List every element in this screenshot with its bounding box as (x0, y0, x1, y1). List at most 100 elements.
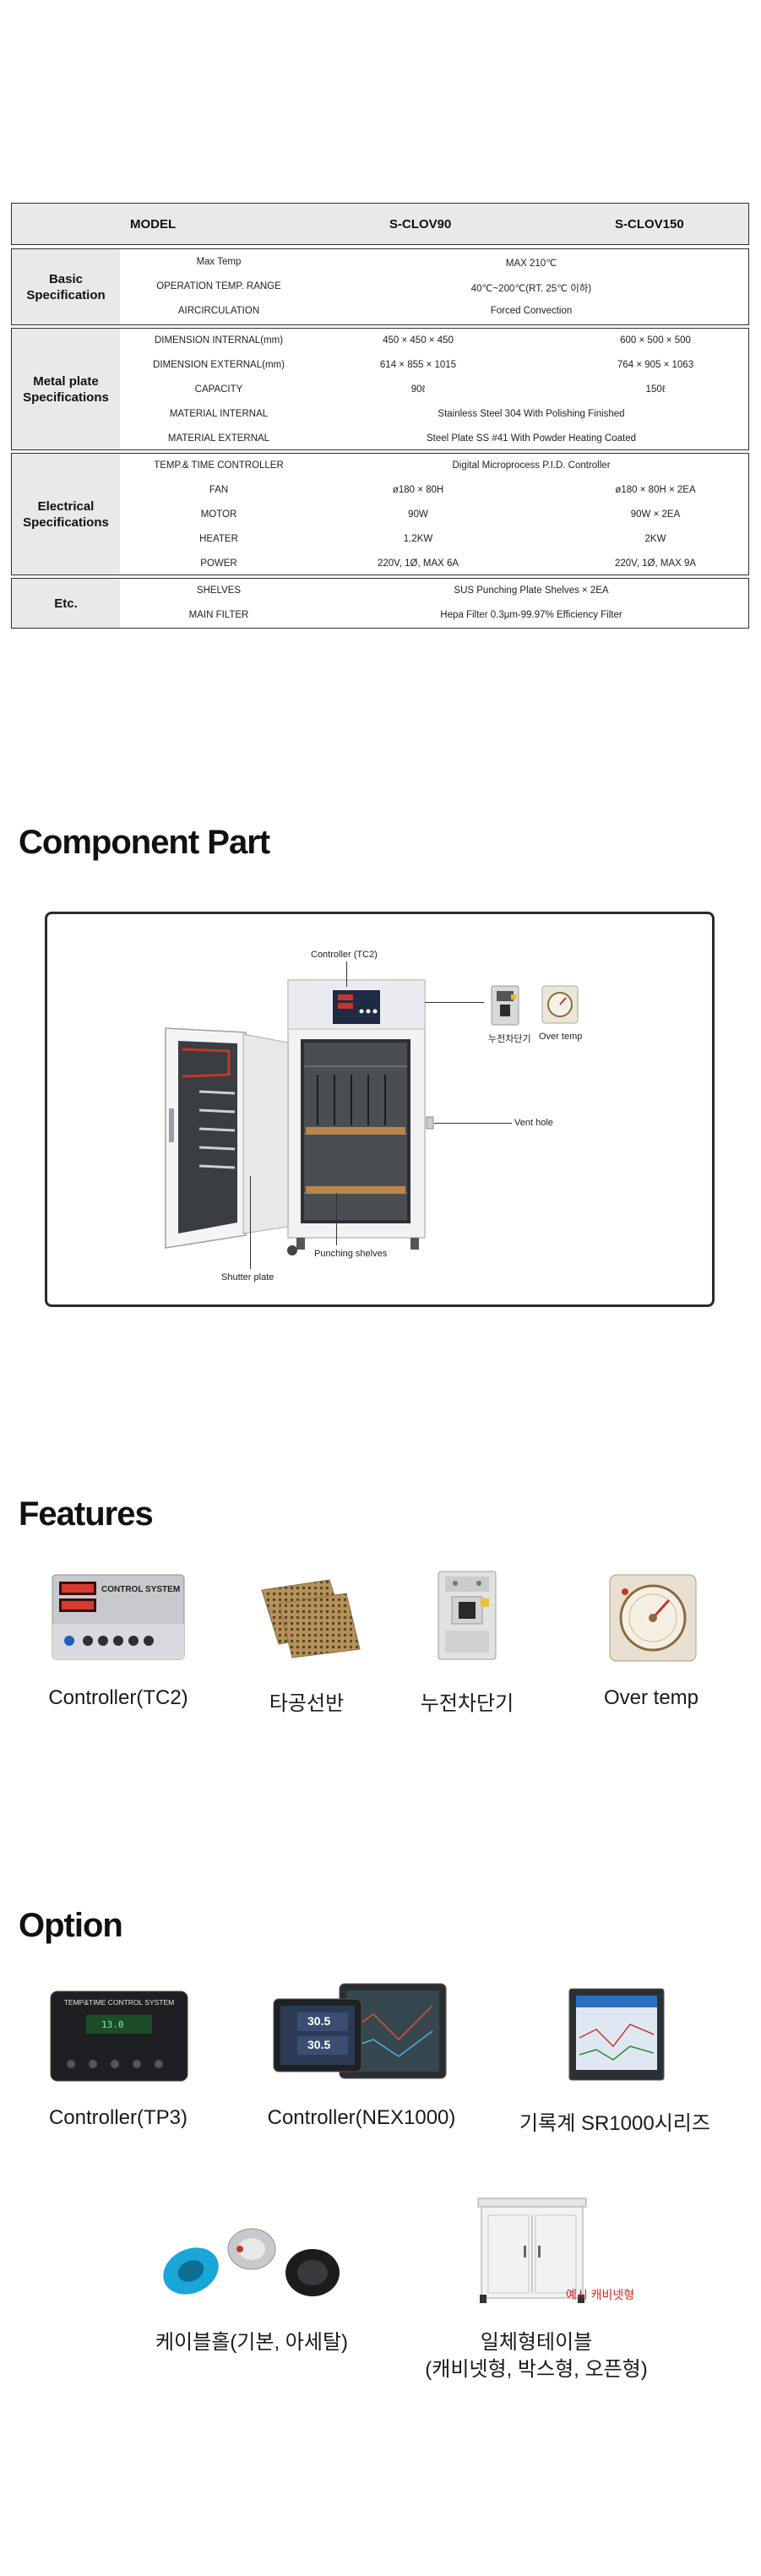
group-label-electrical: Electrical Specifications (12, 454, 120, 575)
spec-group-metal-plate: Metal plate Specifications DIMENSION INT… (11, 328, 749, 450)
over-temp-thumbnail-icon (541, 985, 579, 1024)
feature-controller-tc2-image: CONTROL SYSTEM (51, 1573, 186, 1661)
tc2-panel-text: CONTROL SYSTEM (101, 1585, 181, 1594)
spec-row-value: SUS Punching Plate Shelves × 2EA (454, 585, 609, 596)
shelves-leader-line (336, 1193, 337, 1245)
spec-group-electrical: Electrical Specifications TEMP.& TIME CO… (11, 453, 749, 575)
feature-over-temp-image (606, 1571, 699, 1669)
option-caption: 케이블홀(기본, 아세탈) (155, 2331, 349, 2354)
spec-row-value-b: 764 × 905 × 1063 (617, 360, 694, 370)
spec-row-value-b: 90W × 2EA (630, 509, 681, 520)
label-shutter-plate: Shutter plate (221, 1272, 275, 1283)
spec-row-value-a: 90W (408, 509, 428, 520)
option-caption: Controller(TP3) (48, 2106, 188, 2129)
component-part-frame: Controller (TC2) 누전차단기 Over temp Vent ho… (45, 912, 715, 1307)
spec-row: DIMENSION EXTERNAL(mm) 614 × 855 × 1015 … (120, 353, 748, 378)
spec-row-value-a: 90ℓ (410, 384, 426, 395)
option-caption: Controller(NEX1000) (267, 2106, 456, 2129)
spec-row-value-b: ø180 × 80H × 2EA (615, 485, 696, 495)
spec-row-value: Digital Microprocess P.I.D. Controller (452, 460, 611, 471)
breaker-leader-line (425, 1002, 484, 1003)
option-cable-hole-image (157, 2220, 348, 2309)
controller-leader-line (346, 961, 347, 987)
spec-row-value-a: 450 × 450 × 450 (383, 335, 454, 346)
spec-row: TEMP.& TIME CONTROLLER Digital Microproc… (120, 454, 748, 478)
spec-row-value: Steel Plate SS #41 With Powder Heating C… (426, 433, 637, 444)
option-controller-tp3-image: TEMP&TIME CONTROL SYSTEM 13.0 (49, 1990, 189, 2087)
label-punching-shelves: Punching shelves (314, 1249, 388, 1259)
spec-table-header: MODEL S-CLOV90 S-CLOV150 (11, 203, 749, 245)
spec-row-name: MATERIAL EXTERNAL (167, 433, 270, 444)
label-breaker: 누전차단기 (488, 1034, 531, 1044)
model-b-name: S-CLOV150 (615, 217, 684, 231)
tp3-readout: 13.0 (101, 2019, 124, 2030)
spec-row-name: MAIN FILTER (188, 610, 249, 620)
spec-row-value-b: 150ℓ (645, 384, 666, 395)
spec-row: MATERIAL INTERNAL Stainless Steel 304 Wi… (120, 402, 748, 427)
spec-row-value-b: 600 × 500 × 500 (620, 335, 691, 346)
feature-punched-shelf-image (253, 1573, 363, 1665)
spec-row-name: POWER (200, 558, 237, 569)
spec-row-value-a: 1.2KW (403, 534, 433, 544)
model-label: MODEL (130, 217, 177, 231)
option-title: Option (19, 1907, 123, 1944)
spec-row-value: Hepa Filter 0.3μm-99.97% Efficiency Filt… (440, 610, 622, 620)
spec-row: CAPACITY 90ℓ 150ℓ (120, 378, 748, 402)
spec-row: AIRCIRCULATION Forced Convection (120, 299, 748, 324)
feature-breaker-image (433, 1568, 501, 1667)
feature-caption: 타공선반 (269, 1692, 345, 1715)
spec-row-name: MATERIAL INTERNAL (169, 409, 269, 419)
spec-row: Max Temp MAX 210℃ (120, 250, 748, 275)
option-caption-line1: 일체형테이블 (480, 2331, 593, 2354)
feature-caption: 누전차단기 (420, 1692, 514, 1715)
label-controller: Controller (TC2) (311, 950, 378, 960)
spec-group-basic: Basic Specification Max Temp MAX 210℃ OP… (11, 248, 749, 325)
spec-row-value-a: ø180 × 80H (392, 485, 444, 495)
table-example-note: 예시 캐비넷형 (566, 2288, 635, 2301)
group-label-metal-plate: Metal plate Specifications (12, 329, 120, 449)
features-title: Features (19, 1495, 154, 1533)
spec-row-value-b: 220V, 1Ø, MAX 9A (614, 558, 697, 569)
spec-row-value: Stainless Steel 304 With Polishing Finis… (438, 409, 625, 419)
oven-illustration (165, 979, 434, 1255)
spec-row-name: OPERATION TEMP. RANGE (156, 281, 281, 291)
feature-caption: Over temp (603, 1686, 699, 1709)
spec-row-value: 40℃~200℃(RT. 25℃ 이하) (470, 284, 592, 294)
breaker-thumbnail-icon (491, 985, 519, 1026)
nex1000-readout-a: 30.5 (307, 2014, 331, 2028)
spec-row-name: HEATER (199, 534, 238, 544)
spec-row-name: Max Temp (196, 257, 242, 267)
spec-row-value: MAX 210℃ (505, 259, 557, 269)
spec-row: FAN ø180 × 80H ø180 × 80H × 2EA (120, 478, 748, 503)
spec-row-name: DIMENSION EXTERNAL(mm) (153, 360, 285, 370)
component-part-title: Component Part (19, 824, 270, 861)
spec-row-name: MOTOR (200, 509, 237, 520)
spec-row-value-a: 220V, 1Ø, MAX 6A (377, 558, 459, 569)
spec-row: OPERATION TEMP. RANGE 40℃~200℃(RT. 25℃ 이… (120, 275, 748, 299)
label-vent-hole: Vent hole (514, 1118, 553, 1128)
group-label-etc: Etc. (12, 579, 120, 628)
spec-row: MATERIAL EXTERNAL Steel Plate SS #41 Wit… (120, 427, 748, 451)
spec-row: MOTOR 90W 90W × 2EA (120, 503, 748, 527)
label-over-temp: Over temp (539, 1032, 583, 1042)
feature-caption: Controller(TC2) (48, 1686, 188, 1709)
spec-row-name: FAN (209, 485, 229, 495)
spec-row-name: DIMENSION INTERNAL(mm) (154, 335, 284, 346)
spec-row-value-a: 614 × 855 × 1015 (379, 360, 457, 370)
spec-row-name: AIRCIRCULATION (177, 306, 260, 316)
model-a-name: S-CLOV90 (389, 217, 452, 231)
spec-row: DIMENSION INTERNAL(mm) 450 × 450 × 450 6… (120, 329, 748, 353)
shutter-leader-line (250, 1176, 251, 1269)
option-caption: 기록계 SR1000시리즈 (519, 2112, 710, 2135)
group-label-basic: Basic Specification (12, 249, 120, 324)
spec-row: HEATER 1.2KW 2KW (120, 527, 748, 552)
spec-row: SHELVES SUS Punching Plate Shelves × 2EA (120, 579, 748, 603)
spec-row-name: CAPACITY (194, 384, 243, 395)
option-recorder-sr1000-image (568, 1987, 666, 2086)
option-caption-line2: (캐비넷형, 박스형, 오픈형) (425, 2358, 648, 2381)
vent-leader-line (434, 1123, 512, 1124)
spec-row: POWER 220V, 1Ø, MAX 6A 220V, 1Ø, MAX 9A (120, 552, 748, 576)
nex1000-readout-b: 30.5 (307, 2038, 331, 2051)
spec-row-name: TEMP.& TIME CONTROLLER (154, 460, 284, 471)
spec-row-value-b: 2KW (644, 534, 666, 544)
